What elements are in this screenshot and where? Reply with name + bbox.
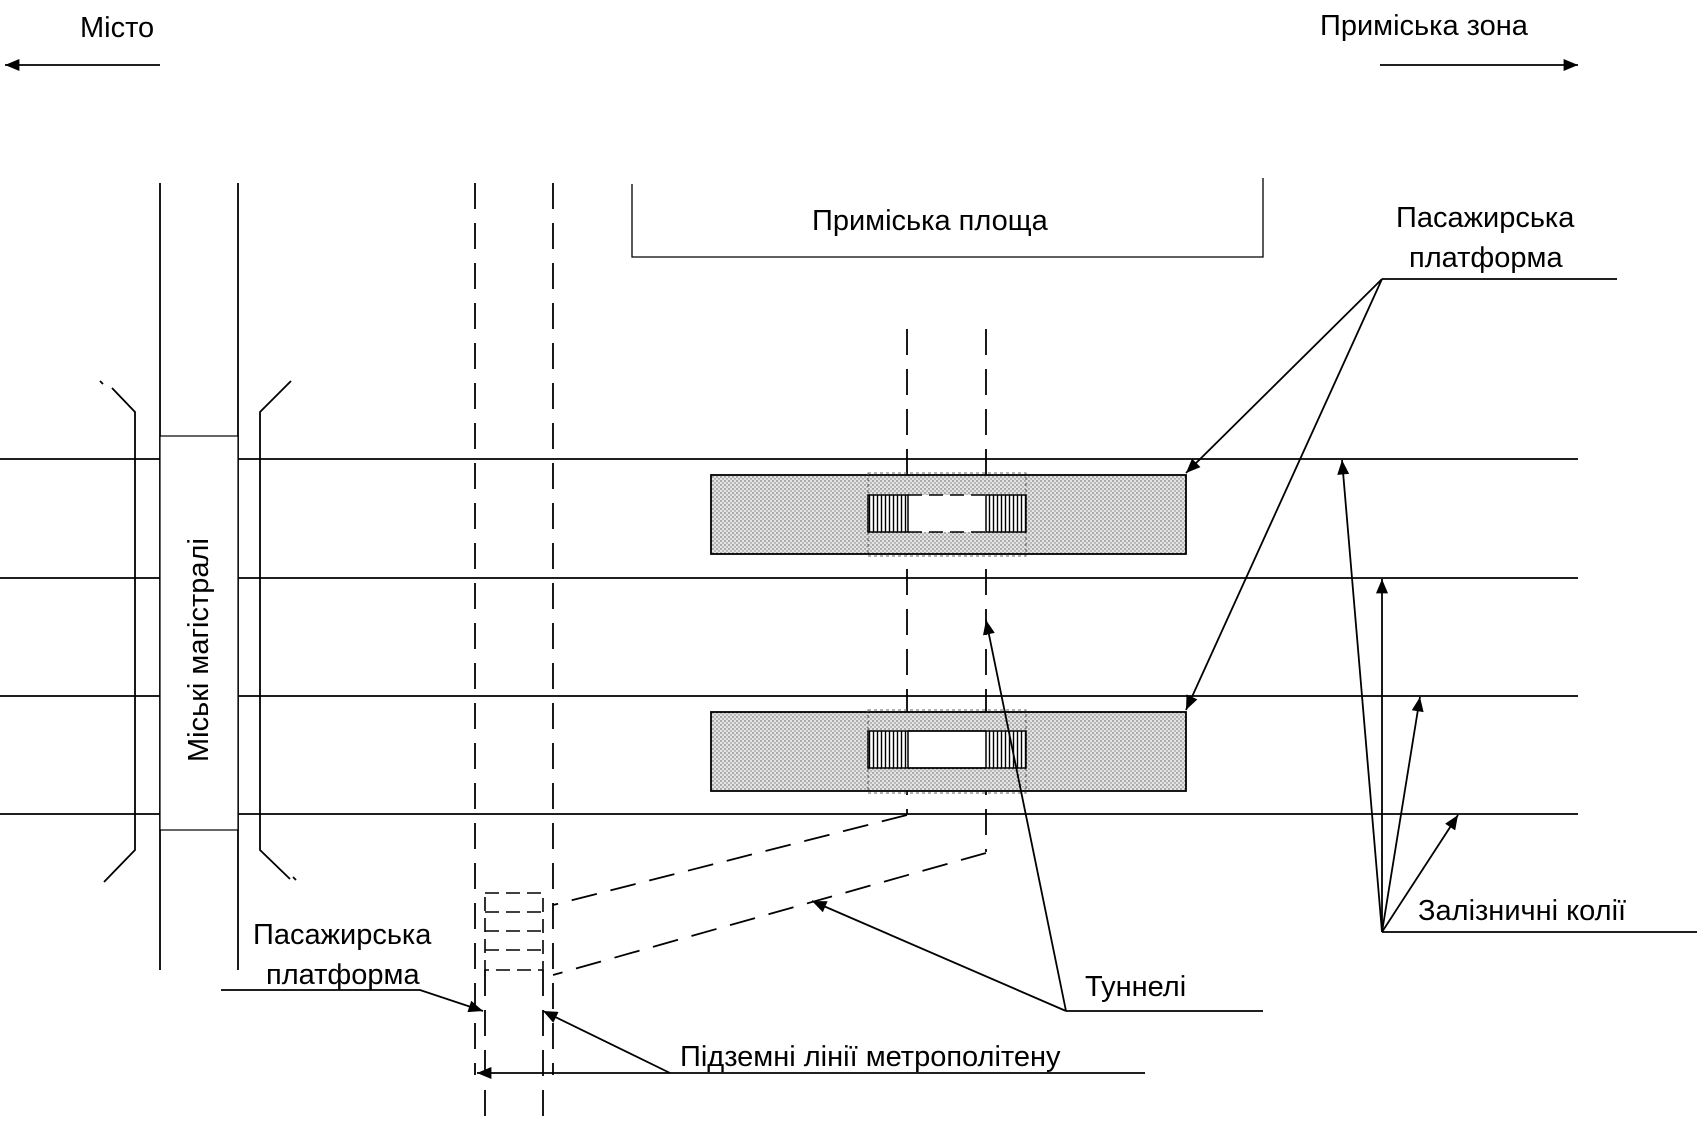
suburban-square-label: Приміська площа: [812, 205, 1049, 237]
stair-right-2: [985, 730, 1027, 769]
railway-tracks-label: Залізничні колії: [1418, 895, 1626, 927]
passenger-platform-2: [710, 709, 1187, 794]
railway-tracks: [0, 458, 1578, 815]
suburban-square-outline: [631, 178, 1264, 258]
metro-lines-label: Підземні лінії метрополітену: [680, 1041, 1061, 1073]
platform-bottom-label-line1: Пасажирська: [253, 919, 432, 951]
metro-platform-underground: [484, 892, 544, 971]
tunnels-leader: [811, 619, 1263, 1012]
metro-lines-leader: [477, 1010, 1145, 1079]
tunnels-label: Туннелі: [1085, 971, 1186, 1003]
city-highways-label: Міські магістралі: [183, 538, 215, 762]
metro-lines: [474, 183, 554, 1128]
highway-overpass: [159, 435, 239, 831]
stair-left-2: [867, 730, 909, 769]
platform-bottom-label-line2: платформа: [266, 959, 420, 991]
platform-bottom-leader: [221, 989, 484, 1013]
platform-top-leader: [1185, 278, 1617, 711]
city-highway: [99, 183, 297, 970]
stair-right-1: [985, 494, 1027, 533]
platform-top-label-line2: платформа: [1409, 242, 1563, 274]
tunnels: [552, 329, 987, 976]
suburban-zone-label: Приміська зона: [1320, 10, 1529, 42]
platform-top-label-line1: Пасажирська: [1396, 202, 1575, 234]
passenger-platform-1: [710, 472, 1187, 557]
railway-tracks-leader: [1337, 459, 1697, 933]
stair-left-1: [867, 494, 909, 533]
city-label: Місто: [80, 12, 154, 44]
